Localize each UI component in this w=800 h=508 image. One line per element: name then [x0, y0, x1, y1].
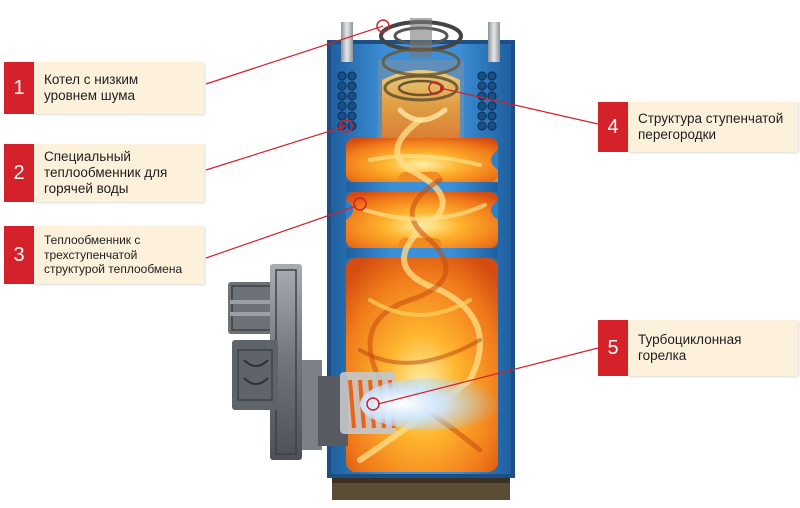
callout-3-line-3: структурой теплообмена	[44, 262, 183, 277]
water-tube-hole	[347, 71, 357, 81]
water-tube-hole	[337, 91, 347, 101]
leader-lines	[205, 25, 599, 405]
callout-2-line-3: горячей воды	[44, 181, 129, 196]
burner-flange	[302, 360, 322, 450]
right-pipe	[488, 22, 500, 62]
water-tube-hole	[477, 81, 487, 91]
callout-5-text: Турбоциклонная горелка	[628, 320, 798, 376]
burner	[228, 264, 500, 460]
marker-1	[376, 19, 390, 33]
leader-3	[205, 205, 357, 259]
water-tube-hole	[347, 101, 357, 111]
burner-housing	[270, 264, 302, 460]
callout-1-line-2: уровнем шума	[44, 88, 135, 103]
callout-2: 2 Специальный теплообменник для горячей …	[4, 144, 204, 202]
water-tube-hole	[477, 111, 487, 121]
callout-4-text: Структура ступенчатой перегородки	[628, 102, 798, 152]
callout-1: 1 Котел с низким уровнем шума	[4, 62, 204, 114]
water-tube-hole	[337, 101, 347, 111]
top-pipes	[341, 22, 500, 62]
callout-5-number: 5	[598, 320, 628, 376]
leader-2	[205, 125, 347, 171]
callout-3-line-1: Теплообменник с	[44, 233, 141, 248]
water-tube-hole	[487, 71, 497, 81]
water-tube-hole	[477, 101, 487, 111]
marker-5	[366, 397, 380, 411]
callout-4-line-1: Структура ступенчатой	[638, 111, 784, 126]
burner-control-box	[232, 340, 278, 410]
callout-3: 3 Теплообменник с трехступенчатой структ…	[4, 226, 204, 284]
water-tube-hole	[337, 111, 347, 121]
callout-3-number: 3	[4, 226, 34, 284]
burner-motor	[228, 282, 280, 334]
marker-4	[428, 81, 442, 95]
callout-4-number: 4	[598, 102, 628, 152]
callout-1-number: 1	[4, 62, 34, 114]
flue-chamber	[378, 18, 464, 140]
callout-1-text: Котел с низким уровнем шума	[34, 62, 204, 114]
callout-2-number: 2	[4, 144, 34, 202]
water-tube-hole	[487, 81, 497, 91]
water-tube-hole	[487, 111, 497, 121]
callout-2-text: Специальный теплообменник для горячей во…	[34, 144, 204, 202]
leader-1	[205, 25, 384, 85]
marker-2	[339, 119, 353, 133]
callout-2-line-1: Специальный	[44, 149, 131, 164]
water-tubes	[337, 71, 497, 131]
water-tube-hole	[337, 71, 347, 81]
boiler-base	[332, 478, 510, 500]
water-tube-hole	[347, 91, 357, 101]
callout-5-line-1: Турбоциклонная	[638, 332, 742, 347]
baffle-ring-low	[383, 74, 459, 102]
marker-3	[353, 197, 367, 211]
callout-3-line-2: трехступенчатой	[44, 247, 138, 262]
blue-flame	[360, 378, 500, 430]
water-tube-hole	[477, 121, 487, 131]
callout-5: 5 Турбоциклонная горелка	[598, 320, 798, 376]
callout-5-line-2: горелка	[638, 348, 687, 363]
water-tube-hole	[347, 81, 357, 91]
water-tube-hole	[347, 111, 357, 121]
callout-4: 4 Структура ступенчатой перегородки	[598, 102, 798, 152]
leader-4	[439, 87, 599, 125]
callout-3-text: Теплообменник с трехступенчатой структур…	[34, 226, 204, 284]
water-tube-hole	[337, 81, 347, 91]
water-tube-hole	[477, 71, 487, 81]
callout-2-line-2: теплообменник для	[44, 165, 168, 180]
leader-markers	[339, 19, 442, 411]
callout-4-line-2: перегородки	[638, 127, 717, 142]
callout-1-line-1: Котел с низким	[44, 72, 139, 87]
leader-5	[377, 347, 599, 405]
left-pipe	[341, 22, 353, 62]
water-tube-hole	[487, 101, 497, 111]
water-tube-hole	[487, 121, 497, 131]
